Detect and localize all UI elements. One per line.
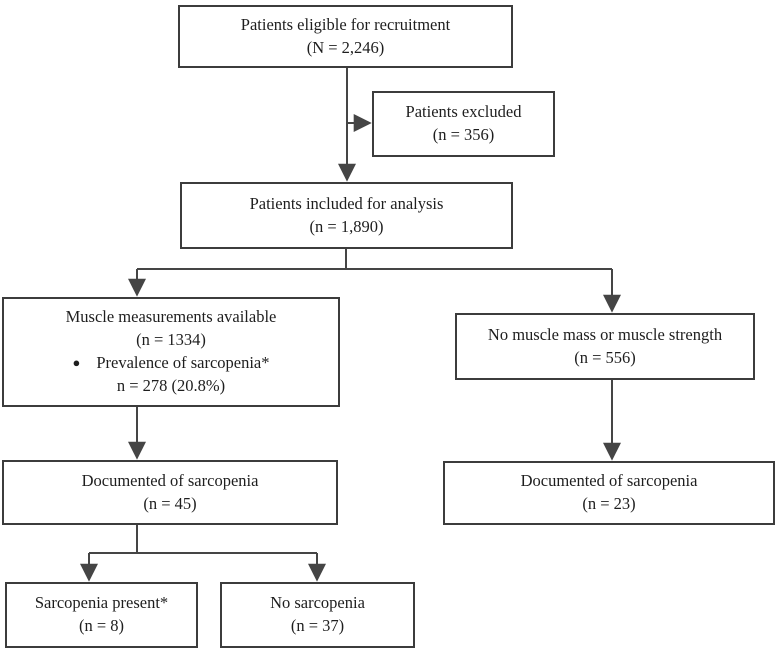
- flow-node-muscle-measurements: Muscle measurements available (n = 1334)…: [2, 297, 340, 407]
- node-label: Patients included for analysis: [249, 193, 444, 213]
- node-subcount: n = 278 (20.8%): [116, 375, 226, 395]
- flow-node-no-muscle: No muscle mass or muscle strength (n = 5…: [455, 313, 755, 380]
- node-count: (n = 8): [78, 616, 125, 635]
- flow-node-documented-left: Documented of sarcopenia (n = 45): [2, 460, 338, 525]
- flow-node-documented-right: Documented of sarcopenia (n = 23): [443, 461, 775, 525]
- node-count: (n = 23): [582, 494, 636, 513]
- node-label: No muscle mass or muscle strength: [487, 324, 723, 344]
- node-count: (n = 556): [574, 347, 636, 367]
- node-label: Patients eligible for recruitment: [240, 14, 451, 34]
- node-label: Documented of sarcopenia: [520, 471, 698, 491]
- flow-node-included: Patients included for analysis (n = 1,89…: [180, 182, 513, 249]
- node-count: (n = 1334): [136, 330, 206, 350]
- node-label: Muscle measurements available: [65, 307, 277, 327]
- bullet-icon: ●: [72, 355, 81, 370]
- node-count: (n = 356): [432, 125, 495, 144]
- flow-node-eligible: Patients eligible for recruitment (N = 2…: [178, 5, 513, 68]
- flow-node-excluded: Patients excluded (n = 356): [372, 91, 555, 157]
- node-label: Sarcopenia present*: [34, 593, 169, 613]
- node-label: No sarcopenia: [270, 593, 365, 613]
- node-sublabel: Prevalence of sarcopenia*: [96, 353, 270, 372]
- node-count: (n = 1,890): [309, 216, 384, 236]
- node-count: (n = 37): [290, 616, 345, 635]
- flow-node-no-sarcopenia: No sarcopenia (n = 37): [220, 582, 415, 648]
- flow-node-sarcopenia-present: Sarcopenia present* (n = 8): [5, 582, 198, 648]
- node-count: (N = 2,246): [306, 37, 385, 57]
- node-bullet-row: ● Prevalence of sarcopenia*: [72, 352, 269, 375]
- node-label: Patients excluded: [405, 102, 522, 122]
- node-label: Documented of sarcopenia: [81, 470, 259, 490]
- node-count: (n = 45): [143, 493, 197, 513]
